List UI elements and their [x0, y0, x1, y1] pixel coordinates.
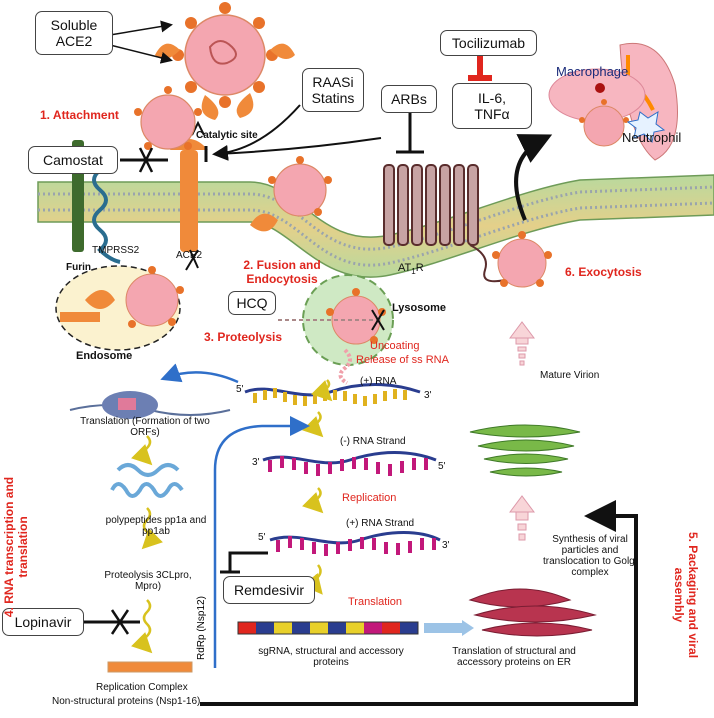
synthesis-arrow: [509, 495, 535, 541]
nonstructural-label: Non-structural proteins (Nsp1-16): [52, 696, 201, 707]
mature-virion-label: Mature Virion: [540, 370, 600, 381]
replication-complex-label: Replication Complex: [96, 682, 188, 693]
mature-virion-arrow: [509, 321, 535, 366]
release-ss-rna-label: Release of ss RNA: [356, 354, 449, 366]
ace2-receptor: [180, 150, 198, 252]
plus-rna-strand-label: (+) RNA Strand: [346, 518, 415, 529]
rna1-five-prime: 5': [236, 384, 244, 395]
macrophage-label: Macrophage: [556, 64, 629, 79]
sgrna-bar: [237, 621, 419, 635]
polypeptides-label: polypeptides pp1a and pp1ab: [105, 515, 207, 537]
endoplasmic-reticulum: [468, 588, 597, 637]
hcq-label: HCQ: [236, 294, 268, 311]
step-fusion: 2. Fusion and Endocytosis: [243, 258, 321, 286]
sgrna-label: sgRNA, structural and accessory proteins: [258, 646, 404, 668]
hcq-box: HCQ: [228, 291, 276, 315]
cytokines-box: IL-6, TNFα: [452, 83, 532, 129]
translation-label: Translation: [348, 596, 403, 608]
proteolysis-enzymes-label: Proteolysis 3CLpro, Mpro): [104, 570, 192, 592]
at1r-label: AT1R: [398, 262, 424, 276]
camostat-label: Camostat: [43, 151, 103, 168]
remdesivir-label: Remdesivir: [233, 581, 304, 598]
rna3-five-prime: 5': [258, 532, 266, 543]
uncoating-label: Uncoating: [370, 340, 420, 352]
ace2-fusion: [250, 213, 278, 232]
translation-er-label: Translation of structural and accessory …: [452, 646, 576, 668]
minus-rna-strand-label: (-) RNA Strand: [340, 436, 406, 447]
translation-arrow: [160, 363, 239, 384]
synthesis-label: Synthesis of viral particles and translo…: [543, 534, 637, 578]
virus-top: [155, 2, 295, 120]
lysosome-label: Lysosome: [392, 302, 447, 314]
rna-strand-2: [262, 451, 437, 476]
raasi-statins-box: RAASi Statins: [302, 68, 364, 112]
tocilizumab-label: Tocilizumab: [451, 34, 526, 51]
lopinavir-box: Lopinavir: [2, 608, 84, 636]
rna-strand-3: [269, 531, 441, 556]
step-rna-transcription: 4. RNA transcription and translation: [2, 476, 30, 618]
arbs-label: ARBs: [391, 90, 427, 107]
lopinavir-label: Lopinavir: [14, 613, 72, 630]
virus-attaching: [134, 86, 202, 150]
remdesivir-box: Remdesivir: [223, 576, 315, 604]
camostat-box: Camostat: [28, 146, 118, 174]
step-exocytosis: 6. Exocytosis: [565, 265, 642, 279]
tmprss2-label: TMPRSS2: [92, 245, 140, 256]
arbs-box: ARBs: [381, 85, 437, 113]
step-packaging: 5. Packaging and viral assembly: [672, 531, 700, 659]
at1r-sub: 1: [411, 267, 416, 277]
rdrp-arrow: [213, 416, 310, 668]
rna1-three-prime: 3': [424, 390, 432, 401]
neutrophil-cell: [626, 111, 666, 144]
virus-exocytosis: [492, 231, 552, 288]
replication-complex-bar: [107, 661, 193, 673]
step-attachment: 1. Attachment: [40, 108, 119, 122]
cytokines-label: IL-6, TNFα: [474, 89, 510, 122]
at1r-receptor: [383, 164, 479, 246]
rna-strand-1: [244, 383, 421, 406]
tocilizumab-box: Tocilizumab: [440, 30, 537, 56]
neutrophil-label: Neutrophil: [622, 130, 682, 145]
golgi-complex: [469, 424, 581, 477]
translation-orfs-label: Translation (Formation of two ORFs): [80, 416, 210, 438]
cell-membrane: [37, 174, 714, 278]
raasi-statins-label: RAASi Statins: [311, 73, 355, 106]
replication-label: Replication: [342, 492, 397, 504]
step-proteolysis: 3. Proteolysis: [204, 330, 283, 344]
ace2-label: ACE2: [176, 250, 203, 261]
furin-label: Furin: [66, 262, 91, 273]
rna2-five-prime: 5': [438, 461, 446, 472]
endosome-label: Endosome: [76, 350, 133, 362]
catalytic-site-label: Catalytic site: [196, 130, 258, 141]
rna2-three-prime: 3': [252, 457, 260, 468]
rna3-three-prime: 3': [442, 540, 450, 551]
at1r-text: AT: [398, 262, 412, 274]
plus-rna-label: (+) RNA: [360, 376, 397, 387]
at1r-end: R: [415, 262, 424, 274]
soluble-ace2-label: Soluble ACE2: [50, 16, 98, 49]
virus-fusing: [268, 156, 332, 217]
soluble-ace2-box: Soluble ACE2: [35, 11, 113, 55]
packaging-arrow: [200, 500, 638, 706]
rdrp-label: RdRp (Nsp12): [196, 596, 207, 660]
